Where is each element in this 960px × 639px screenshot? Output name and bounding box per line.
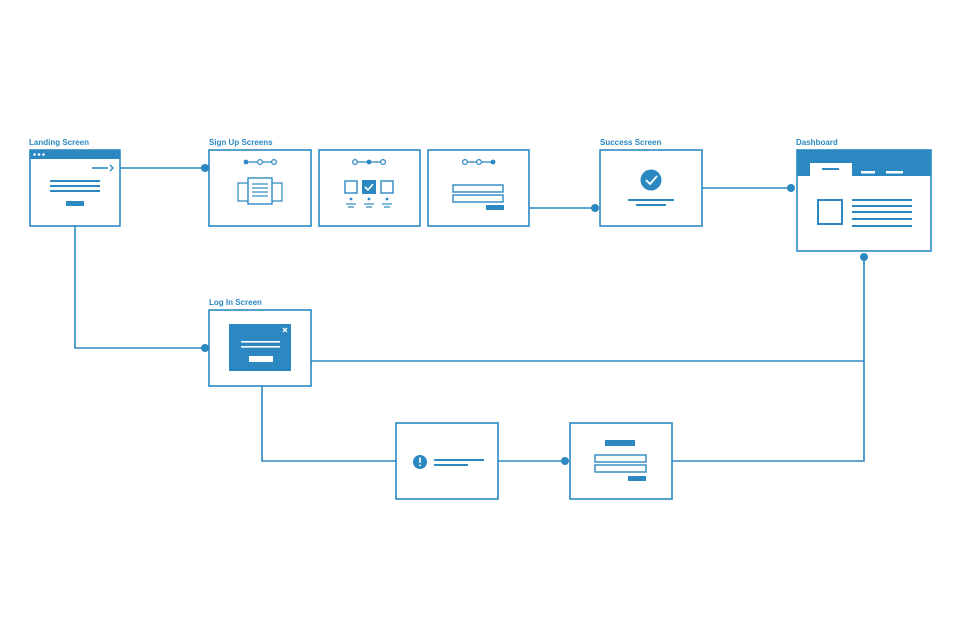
landing-screen-frame[interactable] (29, 149, 121, 227)
login-screen[interactable] (208, 309, 312, 387)
signup-screen-2[interactable] (318, 149, 421, 227)
landing-screen-label: Landing Screen (29, 138, 90, 147)
dashboard-label: Dashboard (796, 138, 838, 147)
connector-dots (201, 164, 868, 465)
dashboard-screen[interactable] (796, 149, 932, 252)
alert-circle-icon (413, 455, 427, 469)
login-screen-label: Log In Screen (209, 298, 262, 307)
signup-screens-label: Sign Up Screens (209, 138, 273, 147)
error-screen[interactable] (395, 422, 499, 500)
connectors (74, 167, 865, 462)
connector-reset-dashboard (672, 257, 865, 462)
signup-screen-3[interactable] (427, 149, 530, 227)
close-icon[interactable] (282, 327, 288, 333)
landing-arrow-icon (109, 164, 114, 172)
success-check-icon (640, 169, 662, 191)
signup-screen-1[interactable] (208, 149, 312, 227)
reset-screen[interactable] (569, 422, 673, 500)
connector-login-error (261, 386, 396, 462)
success-screen-label: Success Screen (600, 138, 662, 147)
connector-landing-login (74, 226, 205, 349)
